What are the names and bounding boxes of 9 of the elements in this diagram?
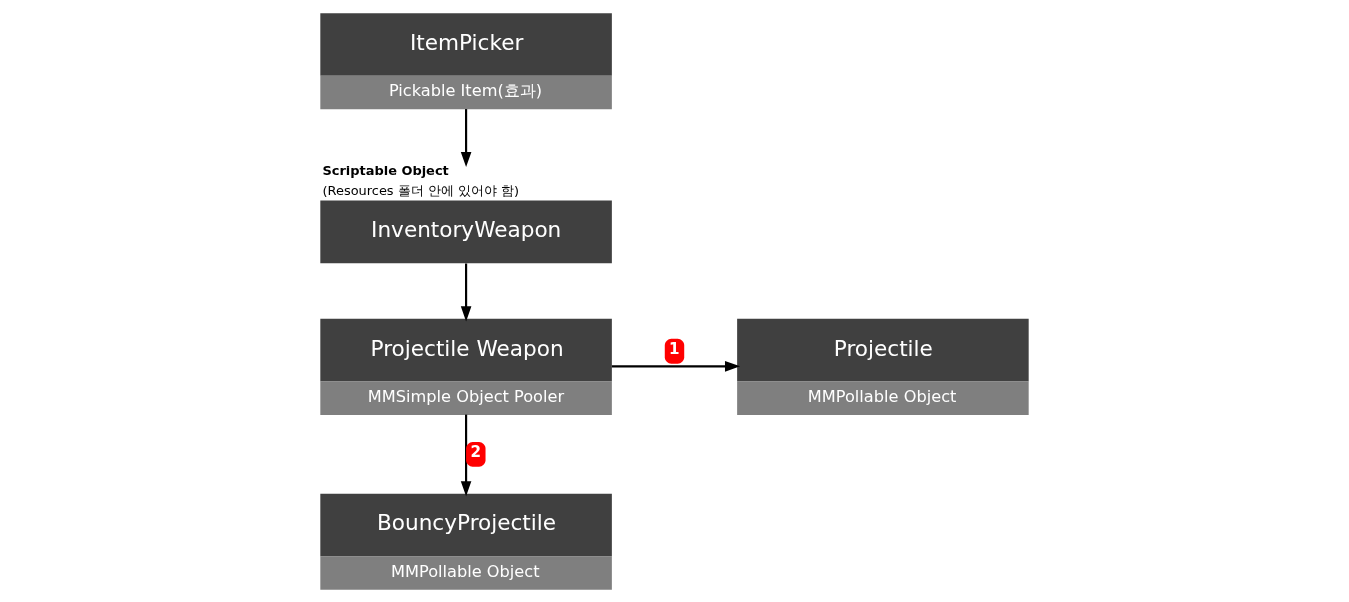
node-label: (Resources 폴더 안에 있어야 함) (322, 182, 520, 198)
edge-label: 2 (470, 443, 481, 462)
node-label: Scriptable Object (322, 163, 449, 179)
arrow (460, 109, 472, 168)
arrow (460, 263, 472, 322)
arrow (460, 414, 472, 497)
arrow (611, 361, 741, 372)
node-box: InventoryWeapon (320, 200, 612, 264)
edge-label: 1 (669, 340, 680, 359)
